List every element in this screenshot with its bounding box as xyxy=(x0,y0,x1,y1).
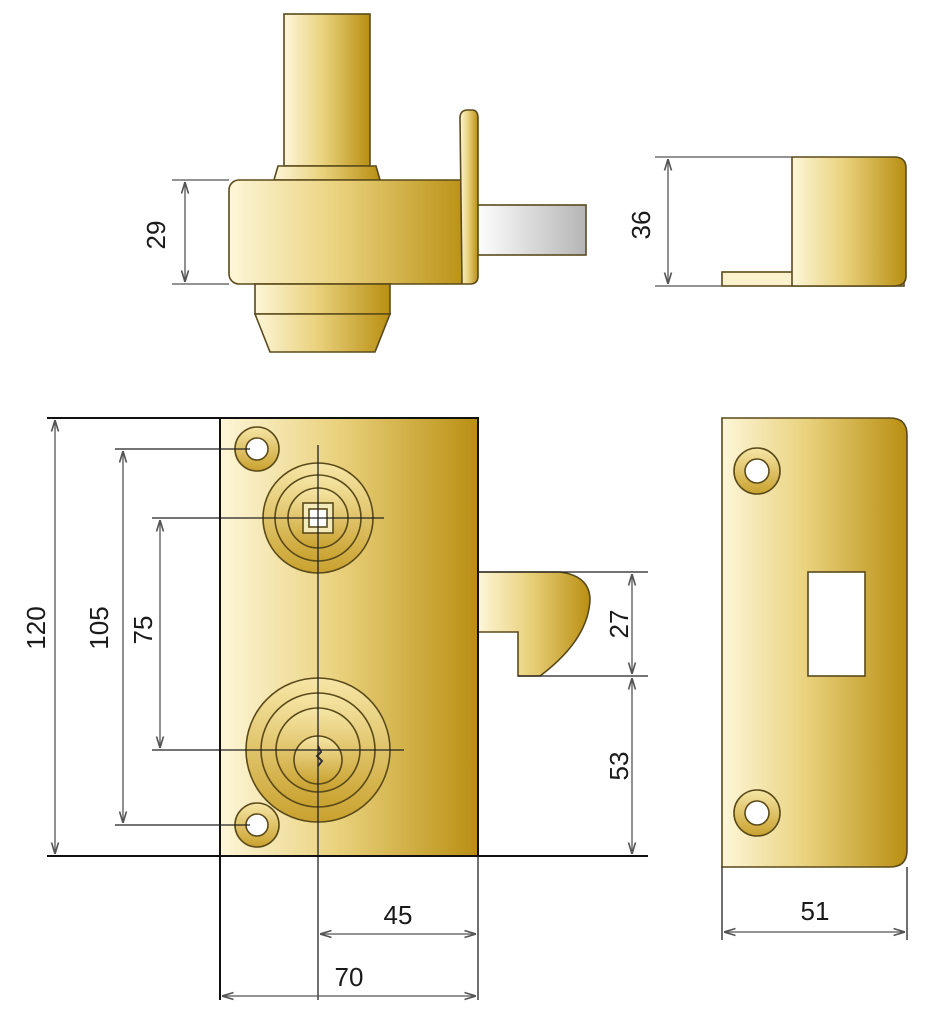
dim-70-label: 70 xyxy=(335,962,364,992)
dim-105-label: 105 xyxy=(84,606,114,649)
top-view: 29 xyxy=(141,13,587,353)
dim-53-label: 53 xyxy=(604,752,634,781)
lock-body-top xyxy=(228,179,470,285)
screw-hole-bottom xyxy=(234,802,280,848)
cylinder-shaft xyxy=(283,13,371,167)
keeper-hole-top xyxy=(733,447,781,495)
front-view: 120 105 75 27 53 45 70 xyxy=(21,417,648,1000)
dim-29-label: 29 xyxy=(141,221,171,250)
flange-plate xyxy=(459,109,479,285)
keeper-side-view: 36 xyxy=(626,156,907,287)
keeper-side-body xyxy=(791,156,907,287)
dim-27-label: 27 xyxy=(604,610,634,639)
dim-36-label: 36 xyxy=(626,211,656,240)
keeper-hole-bottom xyxy=(733,789,781,837)
keeper-front-view: 51 xyxy=(721,417,908,940)
keeper-slot xyxy=(807,571,866,677)
cylinder-collar xyxy=(272,165,382,181)
dim-75-label: 75 xyxy=(128,616,158,645)
dim-51-label: 51 xyxy=(801,896,830,926)
knob-base xyxy=(254,283,391,315)
bolt-bar xyxy=(475,204,587,256)
dim-45-label: 45 xyxy=(384,900,413,930)
latch-hook xyxy=(477,571,591,677)
dim-120-label: 120 xyxy=(21,606,51,649)
knob-tip xyxy=(253,313,392,353)
